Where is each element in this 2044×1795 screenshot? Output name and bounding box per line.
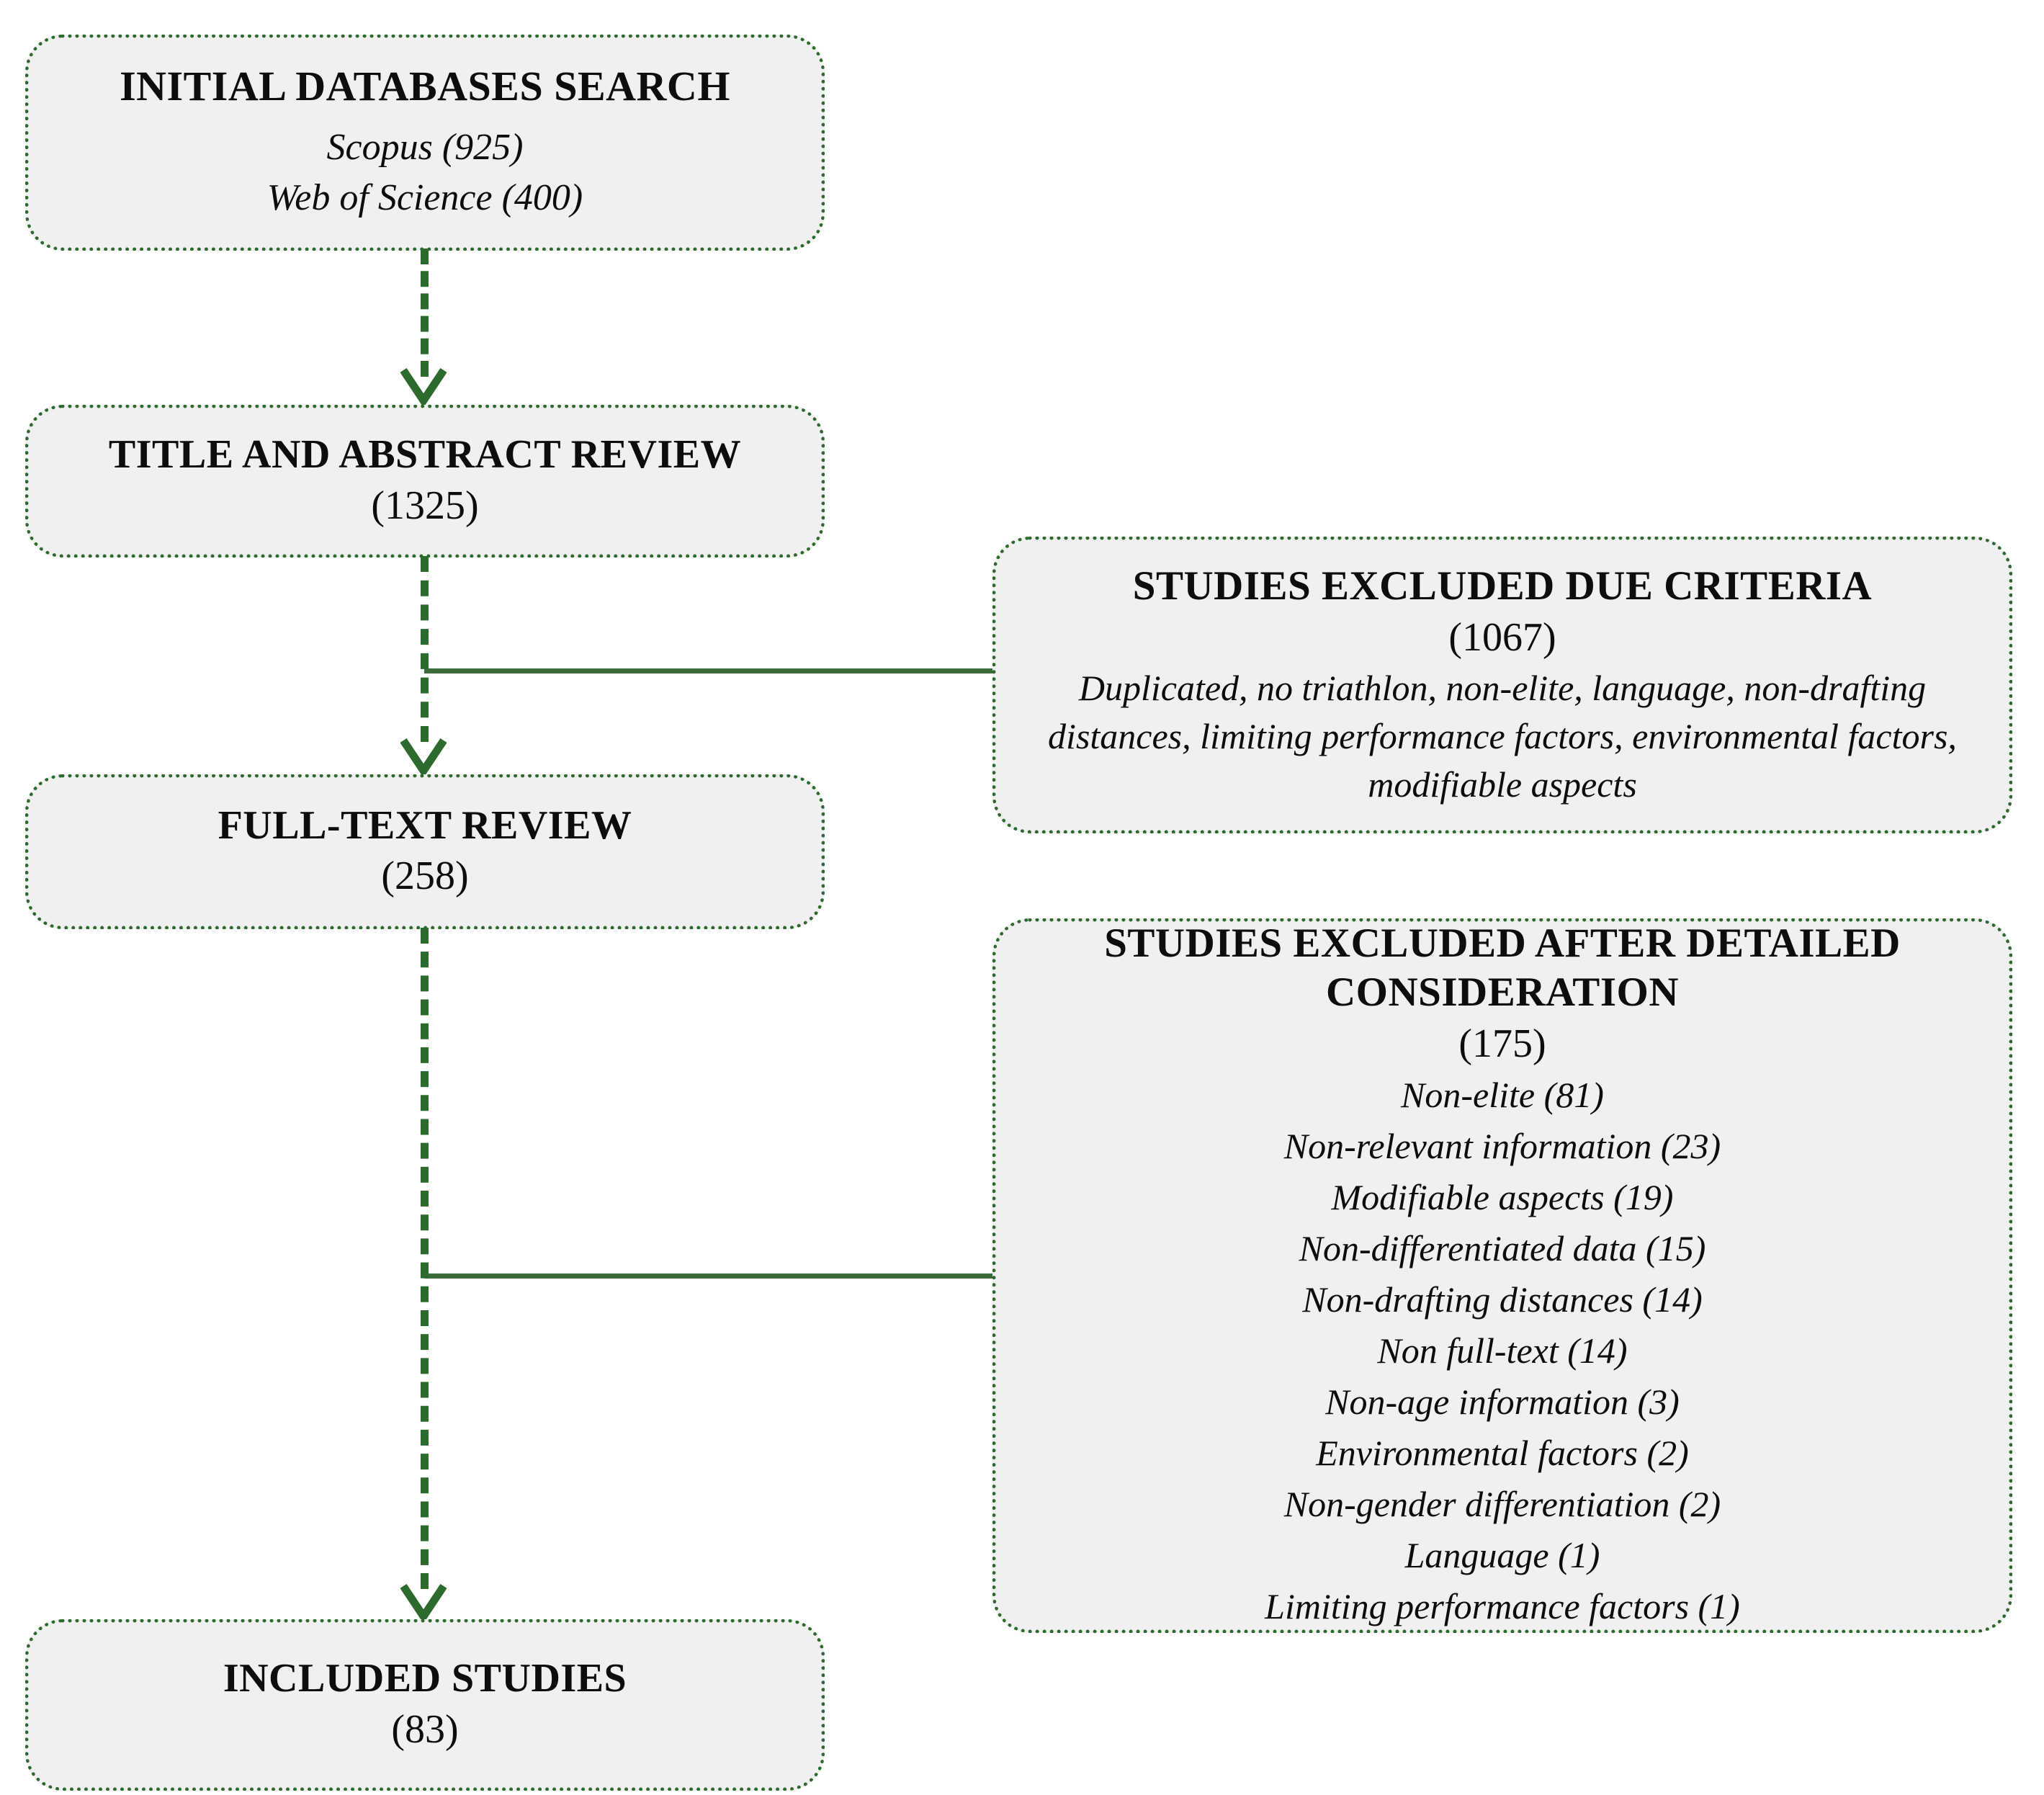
exclusion-reason-item: Non-differentiated data (15) — [1299, 1228, 1706, 1269]
connector-to-excluded-detailed — [424, 1273, 997, 1279]
exclusion-reason-item: Non-gender differentiation (2) — [1283, 1484, 1721, 1525]
node-title: STUDIES EXCLUDED DUE CRITERIA — [1132, 563, 1873, 609]
node-count: (258) — [381, 854, 469, 899]
node-title-and-abstract-review: TITLE AND ABSTRACT REVIEW (1325) — [25, 405, 825, 558]
arrowhead-down-icon — [400, 1582, 447, 1624]
node-count: (1325) — [371, 483, 479, 528]
node-count: (83) — [391, 1706, 459, 1752]
source-scopus: Scopus (925) — [326, 126, 524, 168]
node-detail-text: Duplicated, no triathlon, non-elite, lan… — [1048, 667, 1957, 805]
node-title: INCLUDED STUDIES — [223, 1656, 627, 1701]
connector-fulltext-to-included — [421, 928, 429, 1589]
exclusion-reason-item: Environmental factors (2) — [1316, 1433, 1689, 1474]
node-studies-excluded-after-detailed-consideration: STUDIES EXCLUDED AFTER DETAILED CONSIDER… — [992, 918, 2012, 1633]
node-initial-databases-search: INITIAL DATABASES SEARCH Scopus (925) We… — [25, 35, 825, 251]
connector-to-excluded-criteria — [424, 668, 997, 673]
node-title: STUDIES EXCLUDED AFTER DETAILED CONSIDER… — [1104, 920, 1901, 1016]
arrowhead-down-icon — [400, 366, 447, 408]
node-count: (1067) — [1448, 614, 1556, 660]
exclusion-reason-item: Non-drafting distances (14) — [1302, 1279, 1703, 1320]
connector-initial-to-title — [421, 249, 429, 377]
exclusion-reason-item: Non-age information (3) — [1325, 1382, 1680, 1423]
exclusion-reason-item: Language (1) — [1404, 1535, 1600, 1576]
connector-title-to-fulltext — [421, 556, 429, 742]
exclusion-reason-item: Non full-text (14) — [1377, 1330, 1628, 1371]
exclusion-reason-list: Non-elite (81) Non-relevant information (… — [1265, 1070, 1740, 1632]
node-title: FULL-TEXT REVIEW — [218, 802, 632, 848]
arrowhead-down-icon — [400, 736, 447, 778]
node-full-text-review: FULL-TEXT REVIEW (258) — [25, 774, 825, 929]
source-web-of-science: Web of Science (400) — [266, 177, 583, 219]
node-included-studies: INCLUDED STUDIES (83) — [25, 1619, 825, 1791]
exclusion-reason-item: Non-relevant information (23) — [1283, 1126, 1721, 1167]
node-title: INITIAL DATABASES SEARCH — [120, 62, 730, 109]
exclusion-reason-item: Non-elite (81) — [1401, 1075, 1604, 1116]
exclusion-reason-item: Modifiable aspects (19) — [1331, 1177, 1674, 1218]
node-title: TITLE AND ABSTRACT REVIEW — [108, 432, 742, 478]
node-studies-excluded-due-criteria: STUDIES EXCLUDED DUE CRITERIA (1067) Dup… — [992, 537, 2012, 833]
node-count: (175) — [1458, 1021, 1546, 1066]
exclusion-reason-item: Limiting performance factors (1) — [1265, 1586, 1740, 1627]
